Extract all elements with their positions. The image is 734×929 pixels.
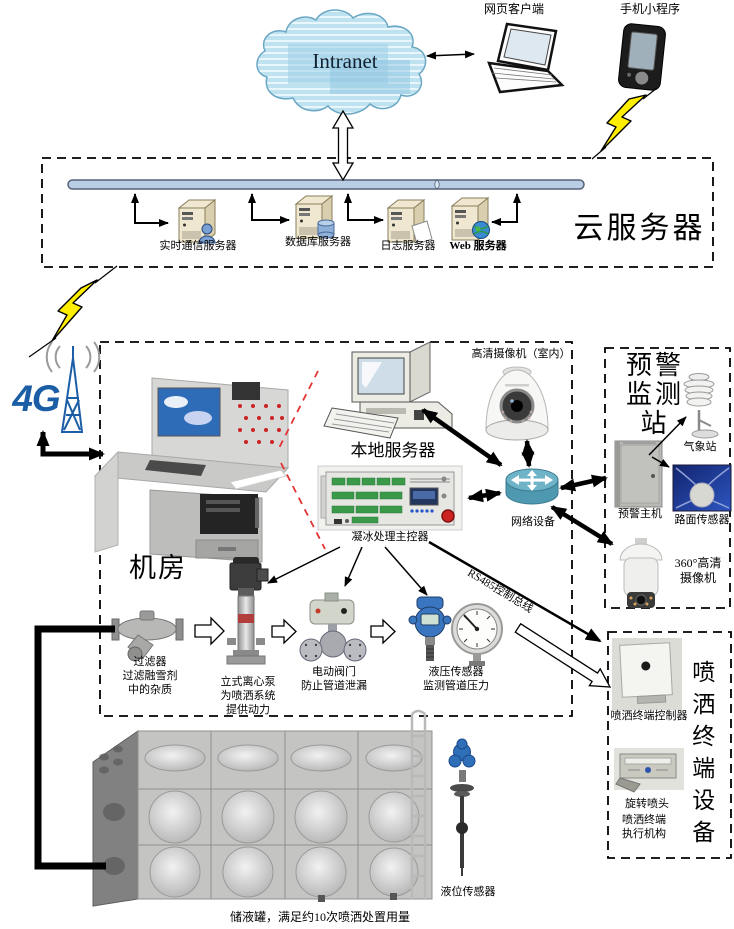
4g-label: 4G: [12, 378, 60, 419]
spray-controller-icon: [612, 638, 682, 710]
weather-station-label: 气象站: [683, 441, 717, 453]
lightning-bolt-4g: [28, 265, 118, 358]
warning-station-title: 预警 监测 站: [625, 351, 684, 439]
log-server-label: 日志服务器: [380, 240, 436, 252]
deicing-controller-icon: [317, 465, 463, 531]
road-sensor-icon: [672, 464, 732, 512]
indoor-camera-label: 高清摄像机（室内）: [471, 348, 571, 360]
ptz-camera-360-icon: [619, 538, 663, 608]
motor-valve-icon: [299, 592, 367, 662]
database-server-icon: [295, 195, 335, 239]
spray-controller-label: 喷洒终端控制器: [610, 710, 688, 722]
network-router-icon: [505, 468, 559, 505]
filter-icon: [111, 610, 184, 662]
web-client-label: 网页客户端: [483, 2, 544, 16]
actuator-label: 喷洒终端 执行机构: [622, 814, 666, 840]
lightning-bolt-phone: [591, 87, 658, 160]
level-sensor-icon: [448, 738, 476, 876]
pump-icon: [226, 557, 269, 665]
pressure-gauge-icon: [451, 603, 503, 666]
tank-pipe-line: [34, 625, 115, 870]
mobile-app-label: 手机小程序: [619, 2, 680, 16]
arrow-cloud-laptop: [426, 50, 475, 60]
warning-host-label: 预警主机: [618, 508, 662, 520]
log-server-icon: [387, 199, 433, 245]
web-server-icon: [451, 197, 490, 241]
camera-360-label: 360°高清 摄像机: [674, 556, 722, 585]
indoor-dome-camera-icon: [485, 366, 549, 441]
controller-label: 凝冰处理主控器: [351, 531, 429, 543]
pressure-sensor-label: 液压传感器 监测管道压力: [423, 666, 489, 692]
arrow-4g-machine-room: [36, 430, 105, 461]
red-dashed-separator: [276, 370, 326, 550]
arrow-cloud-to-bus-outline: [331, 109, 355, 182]
mobile-phone-icon: [618, 23, 666, 91]
bus-server-arrows: [131, 193, 521, 227]
intranet-label: Intranet: [312, 49, 378, 73]
cloud-bus-bar: [67, 179, 585, 190]
machine-room-title: 机房: [129, 553, 187, 583]
flow-arrows-outline: [194, 616, 396, 646]
web-server-label: Web 服务器: [449, 240, 507, 252]
database-server-label: 数据库服务器: [285, 236, 351, 248]
cloud-box-title: 云服务器: [573, 212, 706, 245]
pressure-sensor-icon: [408, 596, 452, 661]
valve-label: 电动阀门 防止管道泄漏: [301, 666, 367, 692]
local-server-icon: [323, 341, 453, 439]
spray-terminal-title: 喷洒终端设备: [688, 660, 714, 852]
filter-label: 过滤器 过滤融雪剂 中的杂质: [122, 656, 178, 696]
tank-caption: 储液罐，满足约10次喷洒处置用量: [229, 910, 410, 924]
warning-host-icon: [614, 440, 663, 508]
network-device-label: 网络设备: [511, 516, 555, 528]
pump-label: 立式离心泵 为喷洒系统 提供动力: [220, 676, 276, 716]
laptop-icon: [487, 22, 565, 94]
road-sensor-label: 路面传感器: [674, 514, 730, 526]
level-sensor-label: 液位传感器: [440, 886, 496, 898]
control-console-icon: [93, 377, 290, 563]
storage-tank-icon: [92, 709, 433, 907]
local-server-label: 本地服务器: [350, 441, 436, 460]
rs485-bus-arrow: [428, 540, 602, 643]
nozzle-label: 旋转喷头: [625, 798, 669, 810]
realtime-server-label: 实时通信服务器: [159, 240, 237, 252]
controller-fanout-arrows: [267, 546, 428, 596]
rotary-nozzle-icon: [614, 748, 684, 793]
arrow-flow-to-spray-outline: [514, 622, 612, 688]
rs485-bus-label: RS485控制总线: [465, 566, 535, 616]
realtime-server-icon: [178, 199, 216, 244]
